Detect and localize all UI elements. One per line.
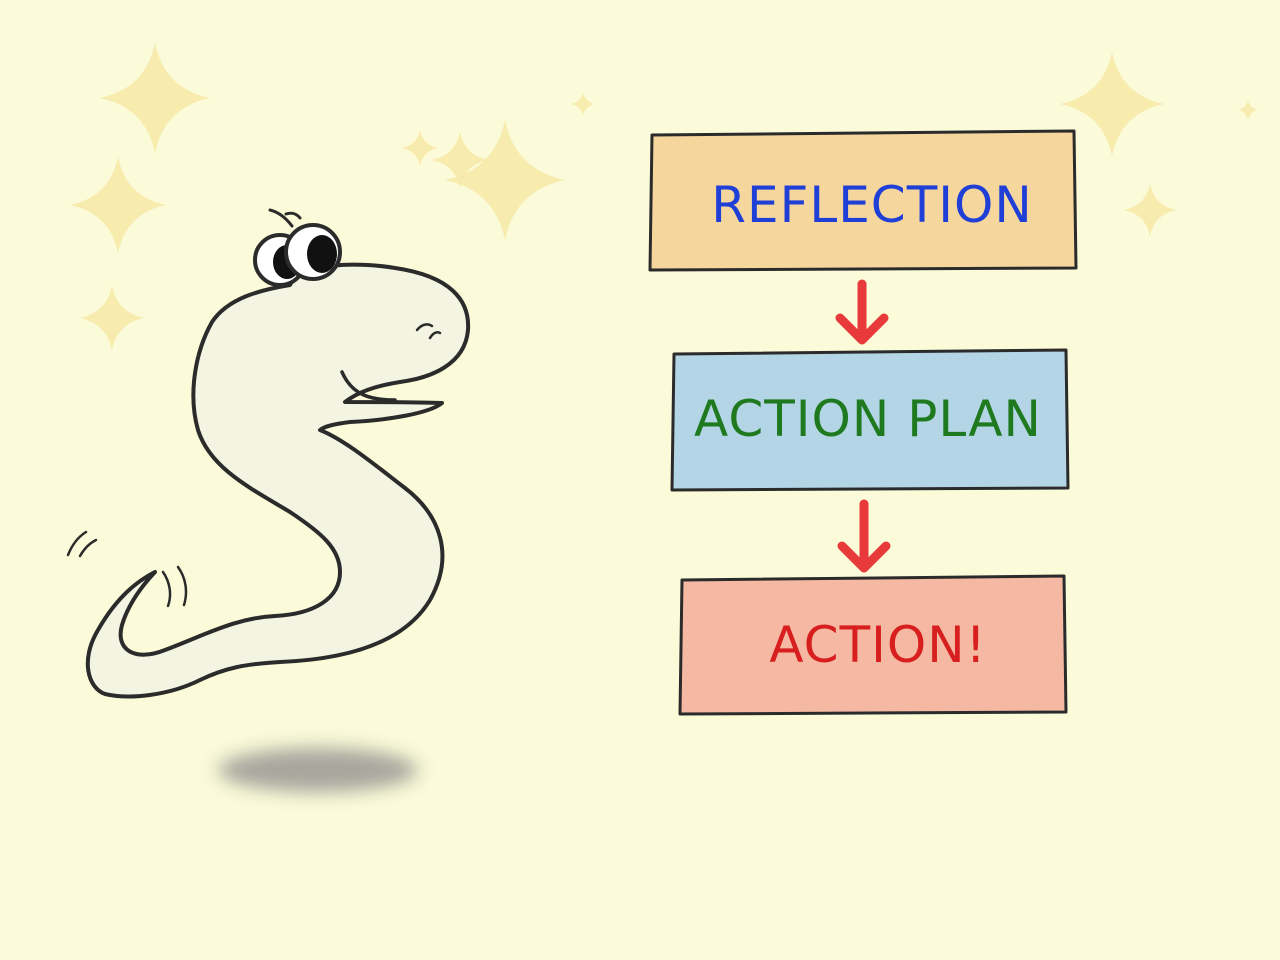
step-box: REFLECTION bbox=[648, 129, 1078, 272]
creature-shadow bbox=[218, 748, 418, 792]
step-label: ACTION! bbox=[769, 616, 986, 674]
creature-nostril bbox=[428, 330, 442, 340]
down-arrow-icon bbox=[835, 279, 889, 345]
sparkle-icon bbox=[100, 43, 210, 153]
sparkle-icon bbox=[445, 120, 565, 240]
creature-eyes bbox=[253, 223, 342, 287]
step-box-shape bbox=[678, 574, 1068, 716]
sparkle-icon bbox=[1238, 100, 1258, 120]
sparkle-icon bbox=[1060, 52, 1164, 156]
sparkle-icon bbox=[402, 130, 438, 166]
step-label: ACTION PLAN bbox=[694, 390, 1042, 448]
down-arrow-icon bbox=[837, 499, 891, 573]
step-box-shape bbox=[670, 348, 1070, 492]
step-box: ACTION! bbox=[678, 574, 1068, 716]
creature-eyebrow bbox=[268, 208, 302, 228]
step-label: REFLECTION bbox=[711, 176, 1033, 234]
sparkle-icon bbox=[1124, 184, 1176, 236]
sparkle-icon bbox=[70, 157, 166, 253]
step-box-shape bbox=[648, 129, 1078, 272]
step-box: ACTION PLAN bbox=[670, 348, 1070, 492]
sparkle-icon bbox=[80, 286, 144, 350]
creature-nostril bbox=[415, 323, 434, 332]
creature-mouth bbox=[340, 370, 397, 402]
motion-lines bbox=[66, 530, 188, 608]
sparkle-icon bbox=[432, 132, 488, 188]
sparkle-icon bbox=[571, 92, 595, 116]
